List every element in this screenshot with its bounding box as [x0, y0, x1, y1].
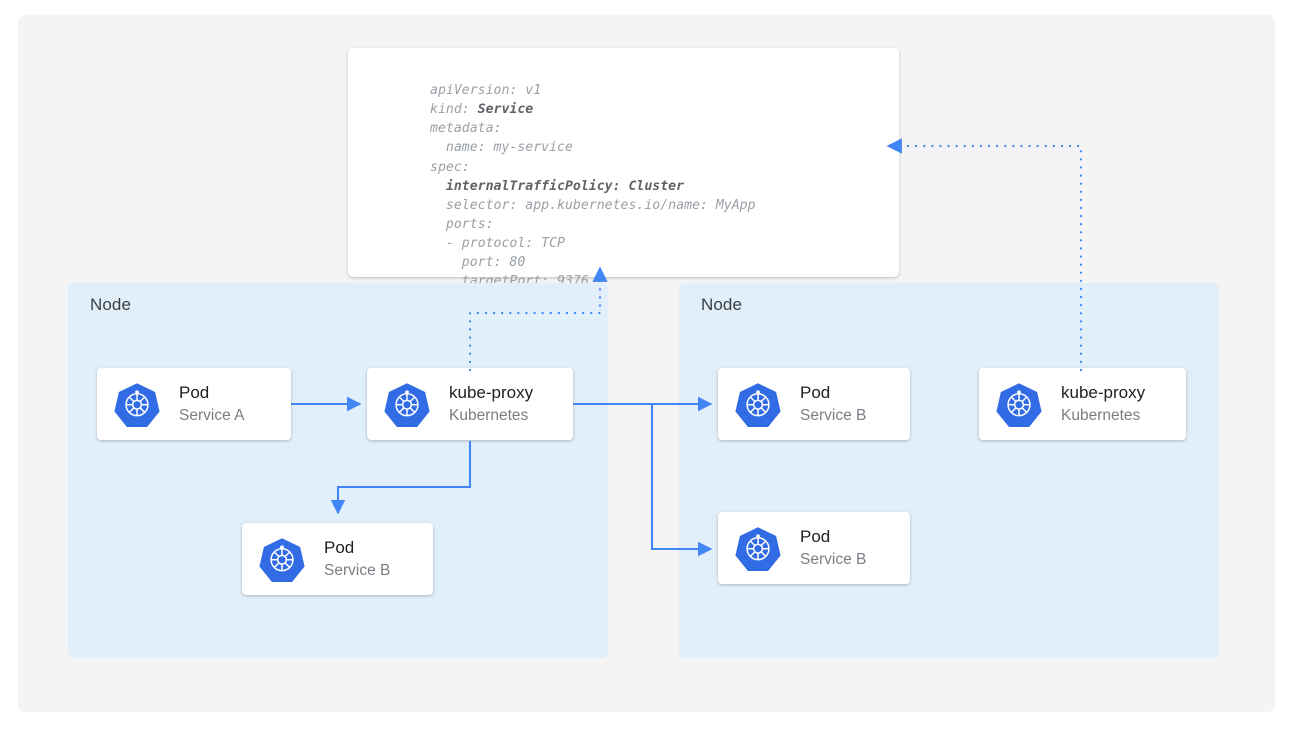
- card-subtitle: Service A: [179, 407, 245, 424]
- card-title: Pod: [800, 383, 831, 402]
- card-title: kube-proxy: [1061, 383, 1146, 402]
- service-manifest-card: apiVersion: v1 kind: Service metadata: n…: [348, 48, 899, 289]
- kubernetes-logo-icon: [735, 383, 781, 427]
- card-pod-service-b-right-top[interactable]: Pod Service B: [718, 368, 910, 440]
- kubernetes-logo-icon: [996, 383, 1042, 427]
- kubernetes-logo-icon: [259, 538, 305, 582]
- card-kube-proxy-right[interactable]: kube-proxy Kubernetes: [979, 368, 1186, 440]
- node-label-left: Node: [90, 295, 132, 314]
- kubernetes-logo-icon: [114, 383, 160, 427]
- diagram-canvas: apiVersion: v1 kind: Service metadata: n…: [18, 15, 1275, 712]
- node-panel-right: Node: [679, 283, 1219, 658]
- card-title: Pod: [179, 383, 210, 402]
- card-pod-service-b-left[interactable]: Pod Service B: [242, 523, 433, 595]
- kubernetes-logo-icon: [384, 383, 430, 427]
- card-subtitle: Service B: [324, 562, 391, 579]
- node-panel-left: Node: [68, 283, 608, 658]
- card-title: Pod: [324, 538, 355, 557]
- card-subtitle: Kubernetes: [449, 407, 529, 424]
- kubernetes-logo-icon: [735, 527, 781, 571]
- node-label-right: Node: [701, 295, 743, 314]
- card-subtitle: Kubernetes: [1061, 407, 1141, 424]
- card-subtitle: Service B: [800, 551, 867, 568]
- service-manifest-code: apiVersion: v1 kind: Service metadata: n…: [430, 83, 756, 290]
- card-title: kube-proxy: [449, 383, 534, 402]
- card-title: Pod: [800, 527, 831, 546]
- card-pod-service-b-right-bottom[interactable]: Pod Service B: [718, 512, 910, 584]
- card-kube-proxy-left[interactable]: kube-proxy Kubernetes: [367, 368, 573, 440]
- card-subtitle: Service B: [800, 407, 867, 424]
- card-pod-service-a[interactable]: Pod Service A: [97, 368, 291, 440]
